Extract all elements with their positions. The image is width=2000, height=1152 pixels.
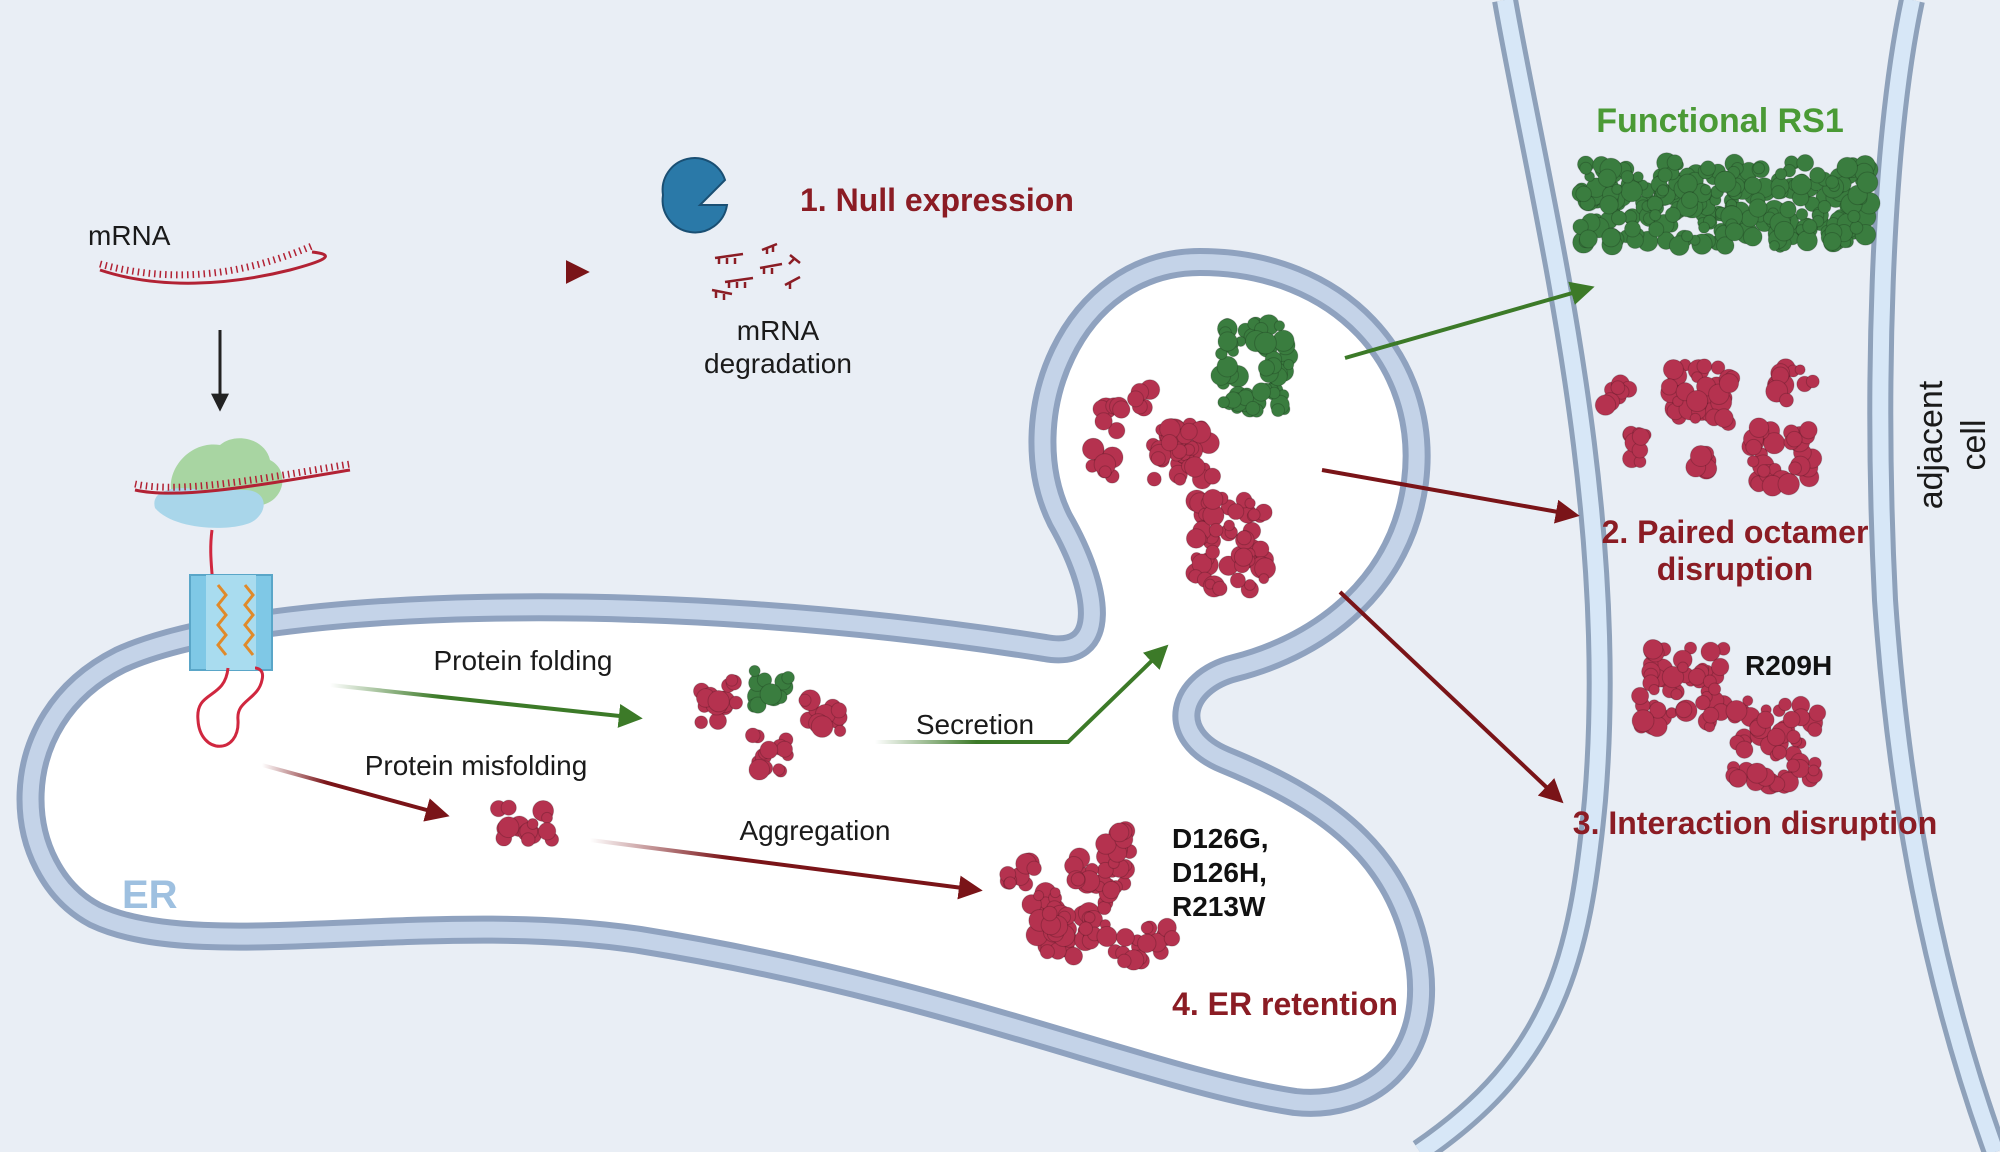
null-expression-title: 1. Null expression [800, 182, 1074, 218]
cell-membrane-right [1867, 0, 2000, 1152]
aggregation-arrow [589, 838, 983, 900]
aggregate-unit-10 [1095, 821, 1138, 863]
mrna-degradation-label-line1: mRNA [737, 315, 820, 346]
disrupted-fragment-2 [1622, 425, 1652, 469]
vesicle-red-octamer [1145, 417, 1222, 490]
mutation-d126g-label: D126G, [1172, 823, 1269, 854]
secretion-arrow [875, 644, 1169, 744]
disrupted-octamer-1 [1660, 358, 1741, 432]
secretion-label: Secretion [916, 709, 1034, 740]
aggregate-unit-6 [1107, 927, 1150, 971]
paired-octamer-title-line1: 2. Paired octamer [1602, 514, 1869, 550]
disrupted-fragment-3 [1685, 444, 1718, 480]
functional-secretion-arrow [1344, 281, 1595, 360]
folded-protein-red-1 [692, 673, 744, 730]
adjacent-cell-label-line1: adjacent [1912, 380, 1950, 509]
disrupted-fragment-4 [1765, 358, 1820, 408]
paired-octamer-title-line2: disruption [1657, 551, 1813, 587]
aggregate-unit-7 [1137, 917, 1181, 961]
mutation-r213w-label: R213W [1172, 891, 1266, 922]
er-label: ER [122, 873, 178, 917]
vesicle-red-fragment-1 [1092, 396, 1131, 440]
er-retention-title: 4. ER retention [1172, 986, 1398, 1022]
mutation-d126h-label: D126H, [1172, 857, 1267, 888]
adjacent-cell-label-line2: cell [1955, 419, 1993, 470]
functional-rs1-octamer-3 [1714, 153, 1804, 255]
protein-folding-label: Protein folding [433, 645, 612, 676]
protein-misfolding-label: Protein misfolding [365, 750, 588, 781]
aggregate-unit-1 [999, 852, 1042, 892]
cell-membrane-left [1412, 0, 1613, 1152]
mrna-label: mRNA [88, 220, 171, 251]
disrupted-fragment-1 [1594, 374, 1638, 416]
mrna-fragments [711, 242, 801, 300]
folded-protein-red-3 [744, 727, 795, 781]
aggregate-unit-12 [1025, 905, 1076, 948]
octamer-disruption-arrow [1321, 468, 1580, 524]
vesicle-red-fragment-2 [1126, 379, 1161, 417]
functional-rs1-octamer-4 [1790, 153, 1881, 253]
protein-folding-arrow [329, 683, 643, 728]
vesicle-red-fragment-3 [1081, 437, 1124, 484]
misfolded-protein [489, 799, 560, 847]
folded-protein-red-2 [798, 689, 848, 738]
translocon-icon [189, 574, 273, 748]
vesicle-green-octamer [1210, 314, 1299, 418]
interaction-disruption-arrow [1338, 590, 1564, 804]
interaction-disruption-title: 3. Interaction disruption [1573, 805, 1937, 841]
disrupted-octamer-2 [1741, 417, 1823, 497]
folded-protein-green [746, 664, 795, 714]
exonuclease-icon [661, 157, 729, 234]
aggregate-unit-11 [1064, 847, 1101, 894]
ribosome-icon [134, 438, 351, 601]
aggregate-unit-5 [1074, 909, 1118, 952]
mrna-strand [99, 242, 327, 285]
aggregation-label: Aggregation [739, 815, 890, 846]
functional-rs1-title: Functional RS1 [1596, 102, 1843, 140]
vesicle-red-octamer-large [1185, 488, 1277, 599]
protein-misfolding-arrow [261, 763, 450, 822]
mutation-r209h-label: R209H [1745, 650, 1832, 681]
r209h-octamer-1 [1630, 638, 1734, 738]
functional-rs1-octamer-1 [1571, 155, 1660, 256]
r209h-octamer-2 [1725, 695, 1827, 795]
protein-layer [489, 152, 1881, 971]
mrna-degradation-label-line2: degradation [704, 348, 852, 379]
